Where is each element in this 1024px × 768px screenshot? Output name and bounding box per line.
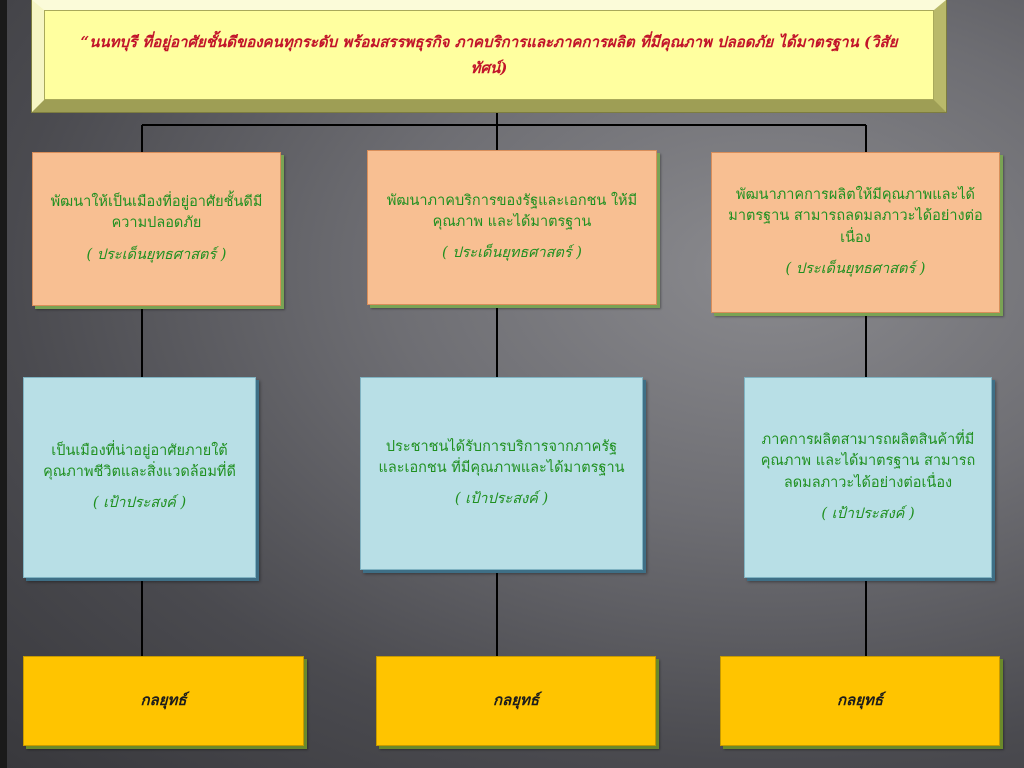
vision-box: “นนทบุรี ที่อยู่อาศัยชั้นดีของคนทุกระดับ…	[31, 0, 947, 113]
tactic-text: กลยุทธ์	[836, 691, 884, 710]
tactic-text: กลยุทธ์	[492, 691, 540, 710]
strategy-box-3: พัฒนาภาคการผลิตให้มีคุณภาพและได้มาตรฐาน …	[711, 152, 1000, 313]
tactic-box-3: กลยุทธ์	[720, 656, 1000, 746]
left-edge-bar	[0, 0, 7, 768]
objective-box-3: ภาคการผลิตสามารถผลิตสินค้าที่มีคุณภาพ แล…	[744, 377, 992, 578]
strategy-text: พัฒนาภาคบริการของรัฐและเอกชน ให้มีคุณภาพ…	[386, 192, 638, 230]
objective-text: เป็นเมืองที่น่าอยู่อาศัยภายใต้คุณภาพชีวิ…	[43, 442, 236, 480]
tactic-box-1: กลยุทธ์	[23, 656, 304, 746]
vision-inner: “นนทบุรี ที่อยู่อาศัยชั้นดีของคนทุกระดับ…	[44, 10, 934, 100]
objective-text: ประชาชนได้รับการบริการจากภาครัฐ และเอกชน…	[378, 438, 625, 476]
strategy-tag: ( ประเด็นยุทธศาสตร์ )	[785, 260, 926, 277]
tactic-box-2: กลยุทธ์	[376, 656, 656, 746]
strategy-box-2: พัฒนาภาคบริการของรัฐและเอกชน ให้มีคุณภาพ…	[367, 150, 657, 305]
objective-tag: ( เป้าประสงค์ )	[92, 495, 187, 511]
strategy-tag: ( ประเด็นยุทธศาสตร์ )	[86, 246, 227, 263]
objective-box-2: ประชาชนได้รับการบริการจากภาครัฐ และเอกชน…	[360, 377, 643, 570]
vision-text: “นนทบุรี ที่อยู่อาศัยชั้นดีของคนทุกระดับ…	[80, 32, 898, 77]
strategy-text: พัฒนาภาคการผลิตให้มีคุณภาพและได้มาตรฐาน …	[728, 187, 983, 246]
objective-tag: ( เป้าประสงค์ )	[454, 491, 549, 507]
objective-box-1: เป็นเมืองที่น่าอยู่อาศัยภายใต้คุณภาพชีวิ…	[23, 377, 256, 578]
strategy-box-1: พัฒนาให้เป็นเมืองที่อยู่อาศัยชั้นดีมีควา…	[32, 152, 281, 306]
objective-tag: ( เป้าประสงค์ )	[821, 505, 915, 522]
strategy-tag: ( ประเด็นยุทธศาสตร์ )	[442, 245, 582, 261]
tactic-text: กลยุทธ์	[140, 691, 187, 710]
strategy-text: พัฒนาให้เป็นเมืองที่อยู่อาศัยชั้นดีมีควา…	[50, 194, 263, 232]
objective-text: ภาคการผลิตสามารถผลิตสินค้าที่มีคุณภาพ แล…	[760, 432, 976, 491]
